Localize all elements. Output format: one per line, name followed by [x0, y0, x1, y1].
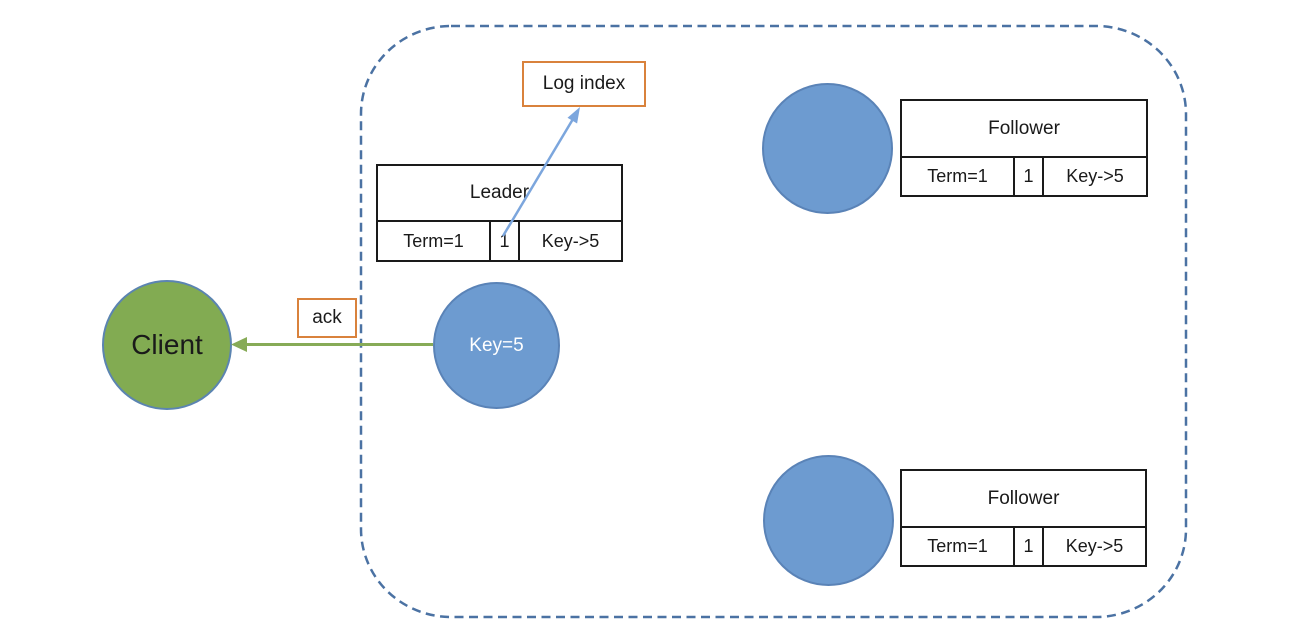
client-label: Client	[131, 329, 203, 360]
follower-1-node	[762, 83, 893, 214]
table-row: Term=1 1 Key->5	[378, 222, 621, 260]
table-row: Term=1 1 Key->5	[902, 158, 1146, 195]
follower-1-log-table: Follower Term=1 1 Key->5	[900, 99, 1148, 197]
leader-node-label: Key=5	[469, 334, 524, 356]
leader-index-cell: 1	[491, 222, 520, 260]
follower-2-index-cell: 1	[1015, 528, 1044, 565]
follower-1-entry-cell: Key->5	[1066, 166, 1124, 186]
client-node: Client	[102, 280, 232, 410]
leader-entry-cell: Key->5	[541, 230, 600, 251]
follower-2-node	[763, 455, 894, 586]
log-index-arrow-head-icon	[567, 107, 580, 124]
follower-2-table-title: Follower	[902, 471, 1145, 528]
follower-2-log-table: Follower Term=1 1 Key->5	[900, 469, 1147, 567]
ack-annotation: ack	[297, 298, 357, 338]
follower-2-entry-cell: Key->5	[1065, 536, 1124, 556]
follower-1-term-cell: Term=1	[902, 158, 1015, 195]
table-row: Term=1 1 Key->5	[902, 528, 1145, 565]
leader-log-table: Leader Term=1 1 Key->5	[376, 164, 623, 262]
follower-1-index-cell: 1	[1015, 158, 1044, 195]
log-index-annotation: Log index	[522, 61, 646, 107]
leader-node: Key=5	[433, 282, 560, 409]
log-index-label: Log index	[542, 73, 626, 94]
follower-2-term-cell: Term=1	[902, 528, 1015, 565]
leader-term-cell: Term=1	[378, 222, 491, 260]
follower-1-table-title: Follower	[902, 101, 1146, 158]
leader-table-title: Leader	[378, 166, 621, 222]
ack-arrow-head-icon	[231, 337, 247, 352]
ack-label: ack	[312, 307, 342, 328]
